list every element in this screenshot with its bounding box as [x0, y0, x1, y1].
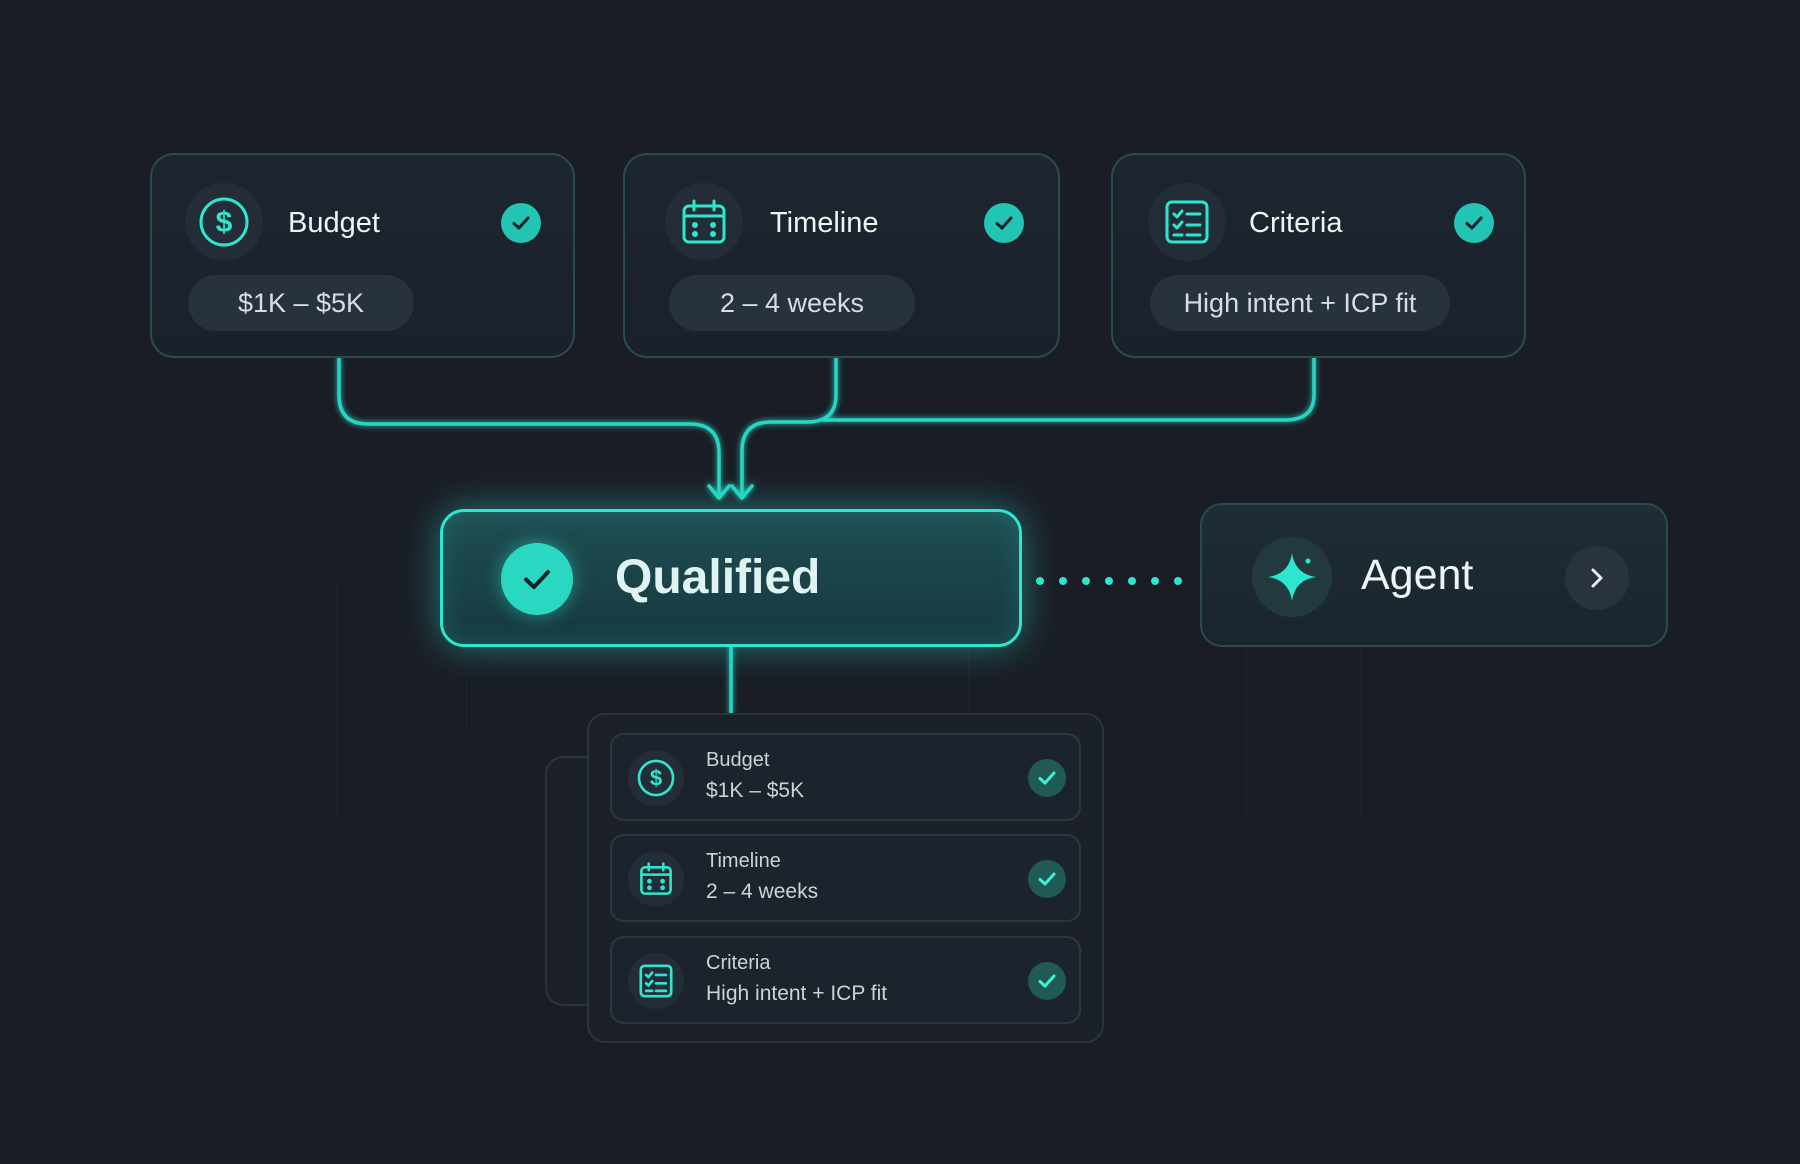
dotted-connector-agent [1036, 577, 1182, 585]
check-icon [1028, 962, 1066, 1000]
row-title: Criteria [706, 952, 771, 974]
svg-text:$: $ [216, 206, 233, 239]
summary-row-criteria[interactable]: Criteria High intent + ICP fit [610, 936, 1081, 1024]
timeline-title: Timeline [770, 207, 879, 239]
grid-line [466, 380, 467, 1020]
summary-panel: $ Budget $1K – $5K Timeline 2 – 4 weeks … [587, 713, 1104, 1043]
row-value: High intent + ICP fit [706, 982, 888, 1005]
agent-label: Agent [1361, 551, 1474, 599]
budget-card[interactable]: $ Budget $1K – $5K [150, 153, 575, 358]
row-value: $1K – $5K [706, 779, 805, 802]
summary-row-timeline[interactable]: Timeline 2 – 4 weeks [610, 834, 1081, 922]
checklist-icon [628, 953, 684, 1009]
agent-node[interactable]: Agent [1200, 503, 1668, 647]
connector-criteria [821, 356, 1316, 422]
timeline-value-pill: 2 – 4 weeks [669, 275, 915, 331]
row-value: 2 – 4 weeks [706, 880, 819, 903]
budget-title: Budget [288, 207, 380, 239]
criteria-card[interactable]: Criteria High intent + ICP fit [1111, 153, 1526, 358]
svg-text:$: $ [650, 765, 663, 790]
grid-line [1246, 380, 1247, 1020]
chevron-right-icon[interactable] [1565, 546, 1629, 610]
budget-value-pill: $1K – $5K [188, 275, 414, 331]
row-title: Budget [706, 749, 770, 771]
calendar-icon [665, 183, 743, 261]
criteria-value-pill: High intent + ICP fit [1150, 275, 1450, 331]
timeline-card[interactable]: Timeline 2 – 4 weeks [623, 153, 1060, 358]
grid-line [336, 380, 337, 1020]
connector-budget [337, 356, 721, 498]
grid-line [968, 380, 969, 1020]
connector-timeline [740, 356, 838, 498]
checklist-icon [1148, 183, 1226, 261]
criteria-title: Criteria [1249, 207, 1343, 239]
check-icon [1028, 759, 1066, 797]
dollar-circle-icon: $ [185, 183, 263, 261]
arrowhead-right [730, 484, 754, 500]
sparkle-icon [1252, 537, 1332, 617]
check-icon [1028, 860, 1066, 898]
check-icon [984, 203, 1024, 243]
check-icon [1454, 203, 1494, 243]
check-icon [501, 203, 541, 243]
qualified-label: Qualified [615, 551, 821, 604]
qualified-node[interactable]: Qualified [440, 509, 1022, 647]
summary-row-budget[interactable]: $ Budget $1K – $5K [610, 733, 1081, 821]
calendar-icon [628, 851, 684, 907]
row-title: Timeline [706, 850, 781, 872]
arrowhead-left [707, 484, 731, 500]
dollar-circle-icon: $ [628, 750, 684, 806]
check-icon [501, 543, 573, 615]
grid-line [1360, 380, 1361, 1020]
